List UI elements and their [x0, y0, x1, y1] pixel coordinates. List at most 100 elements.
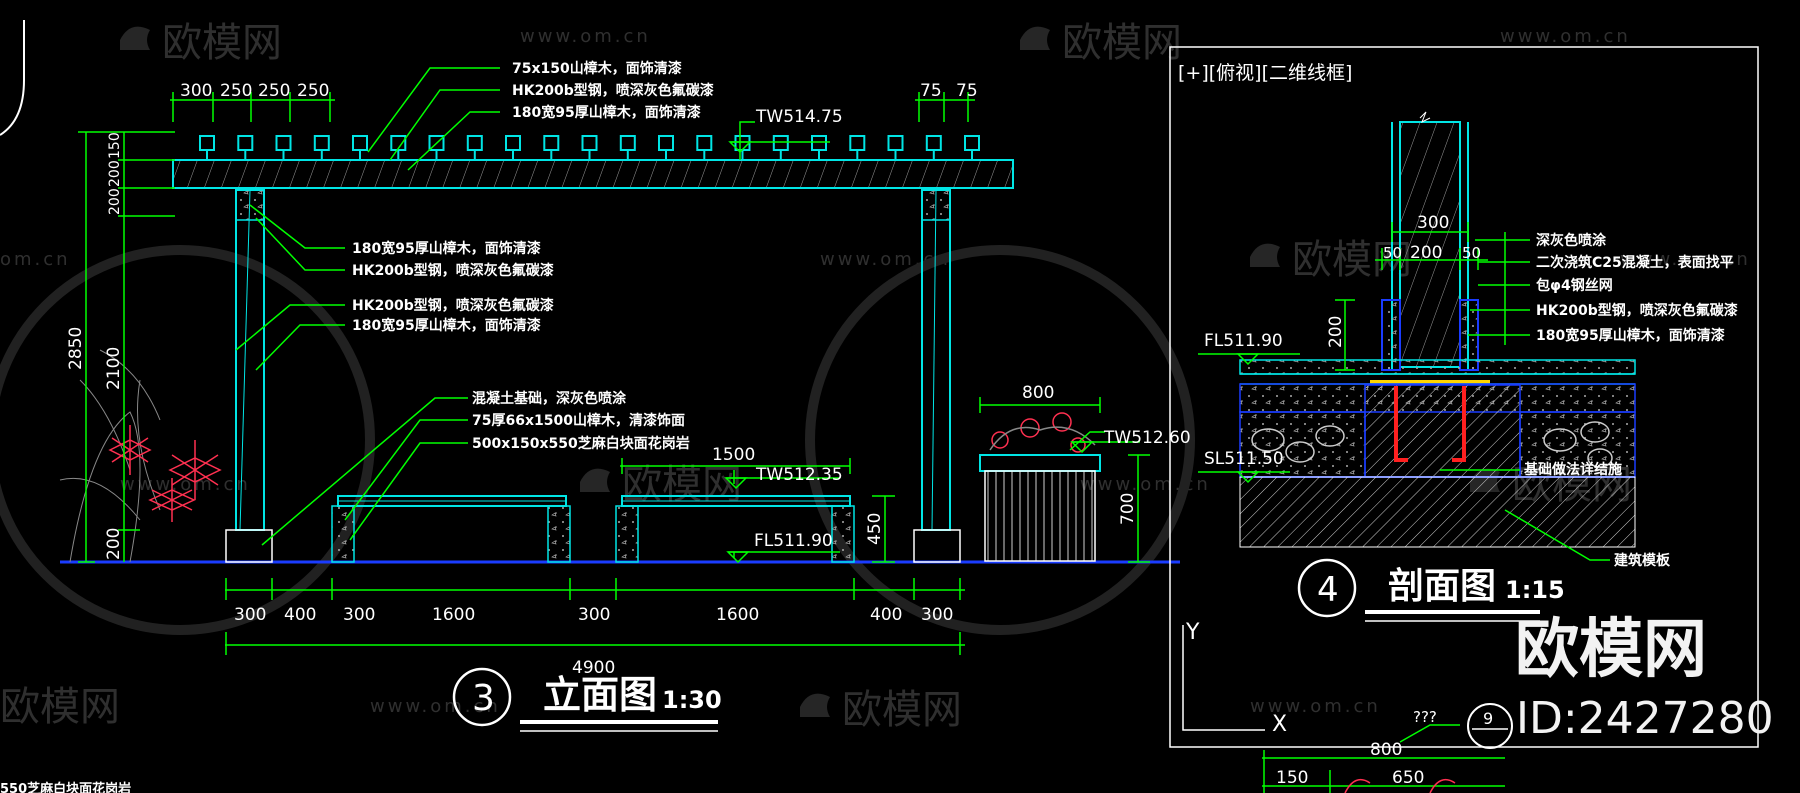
- section-dim-vertical: 200: [1326, 316, 1346, 348]
- bottom-qmarks: ???: [1413, 708, 1437, 726]
- section-leader-lines: [1198, 232, 1610, 561]
- callout-bench-wood: 75厚66x1500山樟木，清漆饰面: [472, 412, 685, 429]
- elevation-scale: 1:30: [662, 686, 722, 714]
- watermark-url: www.om.cn: [1080, 474, 1211, 495]
- dim-top-250-a: 250: [220, 81, 252, 101]
- left-column-base: [225, 529, 273, 563]
- callout-col-wood-b: 180宽95厚山樟木，面饰清漆: [352, 317, 541, 334]
- dim-bench-width: 1500: [712, 445, 755, 465]
- section-dim-300: 300: [1417, 213, 1449, 233]
- watermark-brand: 欧模网: [1062, 20, 1182, 66]
- watermark-url: www.om.cn: [1500, 26, 1631, 47]
- watermark-url: www.om.cn: [820, 249, 951, 270]
- corner-watermark-brand: 欧模网: [1515, 613, 1707, 687]
- dim-bottom-total: 4900: [572, 658, 615, 678]
- bottom-circle-marker: [1467, 703, 1513, 749]
- watermark-url: www.om.cn: [1250, 696, 1381, 717]
- callout-bench-granite: 500x150x550芝麻白块面花岗岩: [472, 435, 690, 452]
- section-dimension-lines: [1335, 222, 1488, 371]
- watermark-brand: 欧模网: [842, 687, 962, 733]
- elevation-callouts: 75x150山樟木，面饰清漆 HK200b型钢，喷深灰色氟碳漆 180宽95厚山…: [352, 60, 714, 452]
- watermark-logo-1: 欧模网: [120, 20, 282, 66]
- planter-flowers: [989, 412, 1096, 453]
- pergola-top-beam: [172, 159, 1014, 189]
- dim-bottom-400-b: 400: [870, 605, 902, 625]
- watermark-brand: 欧模网: [162, 20, 282, 66]
- section-level-fl: FL511.90: [1204, 331, 1283, 351]
- dim-left-stack-a: 200: [107, 188, 123, 215]
- ucs-axis-x: X: [1272, 712, 1287, 737]
- callout-col-steel-a: HK200b型钢，喷深灰色氟碳漆: [352, 262, 554, 279]
- dim-top-75-b: 75: [956, 81, 978, 101]
- section-callout-paint: 深灰色喷涂: [1536, 232, 1607, 249]
- ucs-axis-y: Y: [1185, 620, 1200, 645]
- dim-top-250-b: 250: [258, 81, 290, 101]
- section-dim-50-a: 50: [1383, 244, 1402, 262]
- elevation-number: 3: [472, 678, 495, 719]
- bottom-dim-800: 800: [1370, 740, 1402, 760]
- section-title-block: 4 剖面图 1:15: [1297, 558, 1565, 622]
- dim-bottom-1600-b: 1600: [716, 605, 759, 625]
- section-viewport-frame: [1169, 46, 1759, 748]
- watermark-url: www.om.cn: [1620, 249, 1751, 270]
- dim-bottom-300-c: 300: [921, 605, 953, 625]
- dim-bottom-300-b: 300: [578, 605, 610, 625]
- watermark-brand: 欧模网: [0, 684, 120, 730]
- level-tw-bench: TW512.35: [755, 465, 843, 485]
- watermark-logo-4: 欧模网: [580, 462, 742, 508]
- dim-bottom-300-left: 300: [234, 605, 266, 625]
- bottom-dim-150: 150: [1276, 768, 1308, 788]
- section-viewport[interactable]: [+][俯视][二维线框]: [1169, 46, 1774, 748]
- dim-planter-height: 700: [1118, 493, 1138, 525]
- dim-top-75-a: 75: [920, 81, 942, 101]
- dim-left-2100: 2100: [104, 347, 124, 390]
- watermark-logo-2: 欧模网: [1020, 20, 1182, 66]
- viewport-label[interactable]: [+][俯视][二维线框]: [1178, 62, 1352, 84]
- section-paving: [1239, 359, 1636, 548]
- watermark-logo-6: 欧模网: [800, 687, 962, 733]
- elevation-drawing[interactable]: 300 250 250 250 75 75 300 300 400 1600 3…: [0, 60, 1191, 793]
- bottom-circle-number: 9: [1483, 709, 1493, 728]
- section-callout-board: 建筑模板: [1614, 552, 1671, 569]
- elevation-title: 立面图: [543, 673, 657, 717]
- level-tw-planter: TW512.60: [1103, 428, 1191, 448]
- elevation-dimension-lines: [78, 92, 1150, 655]
- section-number: 4: [1317, 570, 1339, 610]
- elevation-leader-lines: [235, 67, 1105, 558]
- dim-bottom-300-a: 300: [343, 605, 375, 625]
- dim-bottom-1600-a: 1600: [432, 605, 475, 625]
- dim-left-stack-b: 200: [107, 160, 123, 187]
- level-markers: [724, 141, 1140, 564]
- bottom-partial-drawing: ??? 9 800 150 650: [1262, 703, 1513, 793]
- base-plate: [1370, 380, 1490, 385]
- dim-top-300: 300: [180, 81, 212, 101]
- watermark-url: www.om.cn: [520, 26, 651, 47]
- ucs-axis-icon: Y X: [1182, 620, 1287, 737]
- section-scale: 1:15: [1505, 576, 1565, 604]
- section-callout-concrete: 二次浇筑C25混凝土，表面找平: [1536, 254, 1734, 271]
- planter-box: [979, 412, 1101, 562]
- dim-left-total: 2850: [66, 327, 86, 370]
- watermark-brand: 欧模网: [622, 462, 742, 508]
- bottom-left-note: 550芝麻白块面花岗岩: [0, 781, 131, 793]
- dim-left-stack-c: 150: [107, 132, 123, 159]
- section-level-sl: SL511.50: [1204, 449, 1284, 469]
- section-dim-50-b: 50: [1462, 244, 1481, 262]
- callout-col-wood-a: 180宽95厚山樟木，面饰清漆: [352, 240, 541, 257]
- section-title: 剖面图: [1388, 566, 1496, 607]
- section-column: [1391, 111, 1469, 370]
- section-number-circle: [1297, 558, 1357, 618]
- bench-left: [331, 495, 571, 563]
- dim-left-200: 200: [104, 528, 124, 560]
- section-callouts: 深灰色喷涂 二次浇筑C25混凝土，表面找平 包φ4钢丝网 HK200b型钢，喷深…: [1524, 232, 1738, 569]
- callout-rafter: 75x150山樟木，面饰清漆: [512, 60, 682, 77]
- watermark-url: om.cn: [0, 249, 71, 270]
- elevation-title-block: 3 立面图 1:30: [452, 667, 722, 732]
- section-dimension-texts: 300 50 200 50 200 FL511.90 SL511.50: [1204, 213, 1481, 469]
- dim-bottom-400-a: 400: [284, 605, 316, 625]
- section-dim-200: 200: [1410, 243, 1442, 263]
- section-callout-foundation: 基础做法详结施: [1524, 461, 1622, 478]
- section-callout-wood: 180宽95厚山樟木，面饰清漆: [1536, 327, 1725, 344]
- callout-bench-foundation: 混凝土基础，深灰色喷涂: [472, 390, 627, 407]
